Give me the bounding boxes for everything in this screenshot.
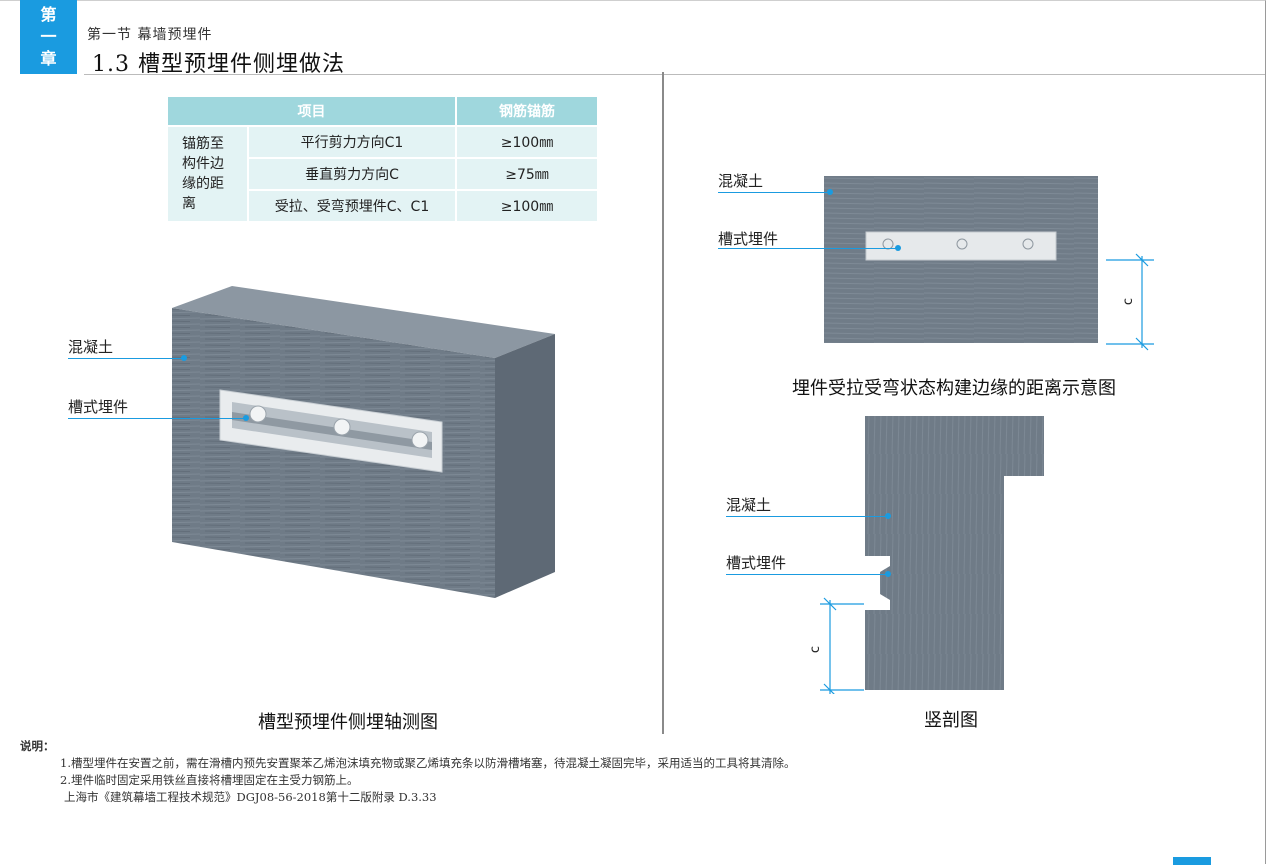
section-subtitle: 第一节 幕墙预埋件 — [87, 27, 213, 43]
chapter-char-1: 第 — [40, 5, 57, 24]
right-bottom-concrete-label: 混凝土 — [726, 496, 772, 514]
channel-embed-section — [865, 556, 890, 610]
table-header-value: 钢筋锚筋 — [457, 97, 597, 125]
concrete-block-top — [172, 286, 555, 358]
row-header-line: 构件边 — [182, 156, 224, 172]
channel-embed — [219, 389, 443, 473]
note-line-1: 1.槽型埋件在安置之前，需在滑槽内预先安置聚苯乙烯泡沫填充物或聚乙烯填充条以防滑… — [60, 756, 796, 770]
page-tab — [1173, 857, 1211, 865]
right-bottom-caption: 竖剖图 — [924, 710, 978, 731]
right-bottom-embed-leader — [726, 574, 888, 575]
dimension-c-bottom — [820, 597, 864, 694]
note-line-2: 2.埋件临时固定采用铁丝直接将槽埋固定在主受力钢筋上。 — [60, 773, 359, 787]
notes-heading: 说明： — [20, 739, 55, 753]
table-cell-item: 垂直剪力方向C — [249, 159, 455, 189]
table-cell-item: 受拉、受弯预埋件C、C1 — [249, 191, 455, 221]
chapter-char-2: 一 — [40, 27, 57, 46]
right-bottom-concrete-leader — [726, 516, 888, 517]
table-header-item: 项目 — [168, 97, 455, 125]
table-cell-value: ≥100㎜ — [457, 191, 597, 221]
page-title: 1.3 槽型预埋件侧埋做法 — [92, 52, 345, 77]
dimension-c-top — [1106, 253, 1154, 351]
vertical-section-figure — [820, 416, 1044, 694]
channel-embed-front — [865, 231, 1057, 261]
right-bottom-embed-label: 槽式埋件 — [726, 554, 787, 572]
table-cell-item: 平行剪力方向C1 — [249, 127, 455, 157]
concrete-block-side — [495, 334, 555, 598]
right-top-embed-label: 槽式埋件 — [718, 230, 779, 248]
notes-block: 说明： 1.槽型埋件在安置之前，需在滑槽内预先安置聚苯乙烯泡沫填充物或聚乙烯填充… — [20, 738, 795, 806]
table-header-row: 项目 钢筋锚筋 — [168, 97, 597, 125]
right-top-dim-label: c — [1121, 297, 1137, 306]
right-bottom-concrete-dot — [885, 513, 891, 519]
table-row: 受拉、受弯预埋件C、C1 ≥100㎜ — [168, 191, 597, 221]
left-embed-label: 槽式埋件 — [68, 398, 129, 416]
table-row-header: 锚筋至 构件边 缘的距 离 — [168, 127, 247, 221]
note-reference: 上海市《建筑幕墙工程技术规范》DGJ08-56-2018第十二版附录 D.3.3… — [64, 790, 437, 804]
left-concrete-label: 混凝土 — [68, 338, 114, 356]
left-figure-caption: 槽型预埋件侧埋轴测图 — [258, 712, 438, 733]
row-header-line: 离 — [182, 196, 196, 212]
chapter-tab: 第 一 章 — [20, 0, 77, 74]
left-embed-leader — [68, 418, 246, 419]
isometric-figure — [172, 286, 555, 598]
table-row: 垂直剪力方向C ≥75㎜ — [168, 159, 597, 189]
right-bottom-embed-dot — [885, 571, 891, 577]
right-top-embed-leader — [718, 248, 898, 249]
concrete-section — [865, 416, 1044, 690]
title-divider — [84, 74, 1265, 75]
table-cell-value: ≥100㎜ — [457, 127, 597, 157]
left-concrete-dot — [181, 355, 187, 361]
right-bottom-dim-label: c — [808, 645, 824, 654]
table-cell-value: ≥75㎜ — [457, 159, 597, 189]
chapter-char-3: 章 — [40, 49, 57, 68]
row-header-line: 缘的距 — [182, 176, 224, 192]
spec-table: 项目 钢筋锚筋 锚筋至 构件边 缘的距 离 平行剪力方向C1 ≥100㎜ 垂直剪… — [166, 95, 599, 223]
table-row: 锚筋至 构件边 缘的距 离 平行剪力方向C1 ≥100㎜ — [168, 127, 597, 221]
right-top-concrete-label: 混凝土 — [718, 172, 764, 190]
left-embed-dot — [243, 415, 249, 421]
right-top-caption: 埋件受拉受弯状态构建边缘的距离示意图 — [792, 378, 1116, 399]
right-top-concrete-dot — [827, 189, 833, 195]
row-header-line: 锚筋至 — [182, 136, 224, 152]
right-top-embed-dot — [895, 245, 901, 251]
edge-distance-figure — [824, 176, 1154, 351]
left-concrete-leader — [68, 358, 184, 359]
column-divider — [662, 72, 664, 734]
right-top-concrete-leader — [718, 192, 830, 193]
